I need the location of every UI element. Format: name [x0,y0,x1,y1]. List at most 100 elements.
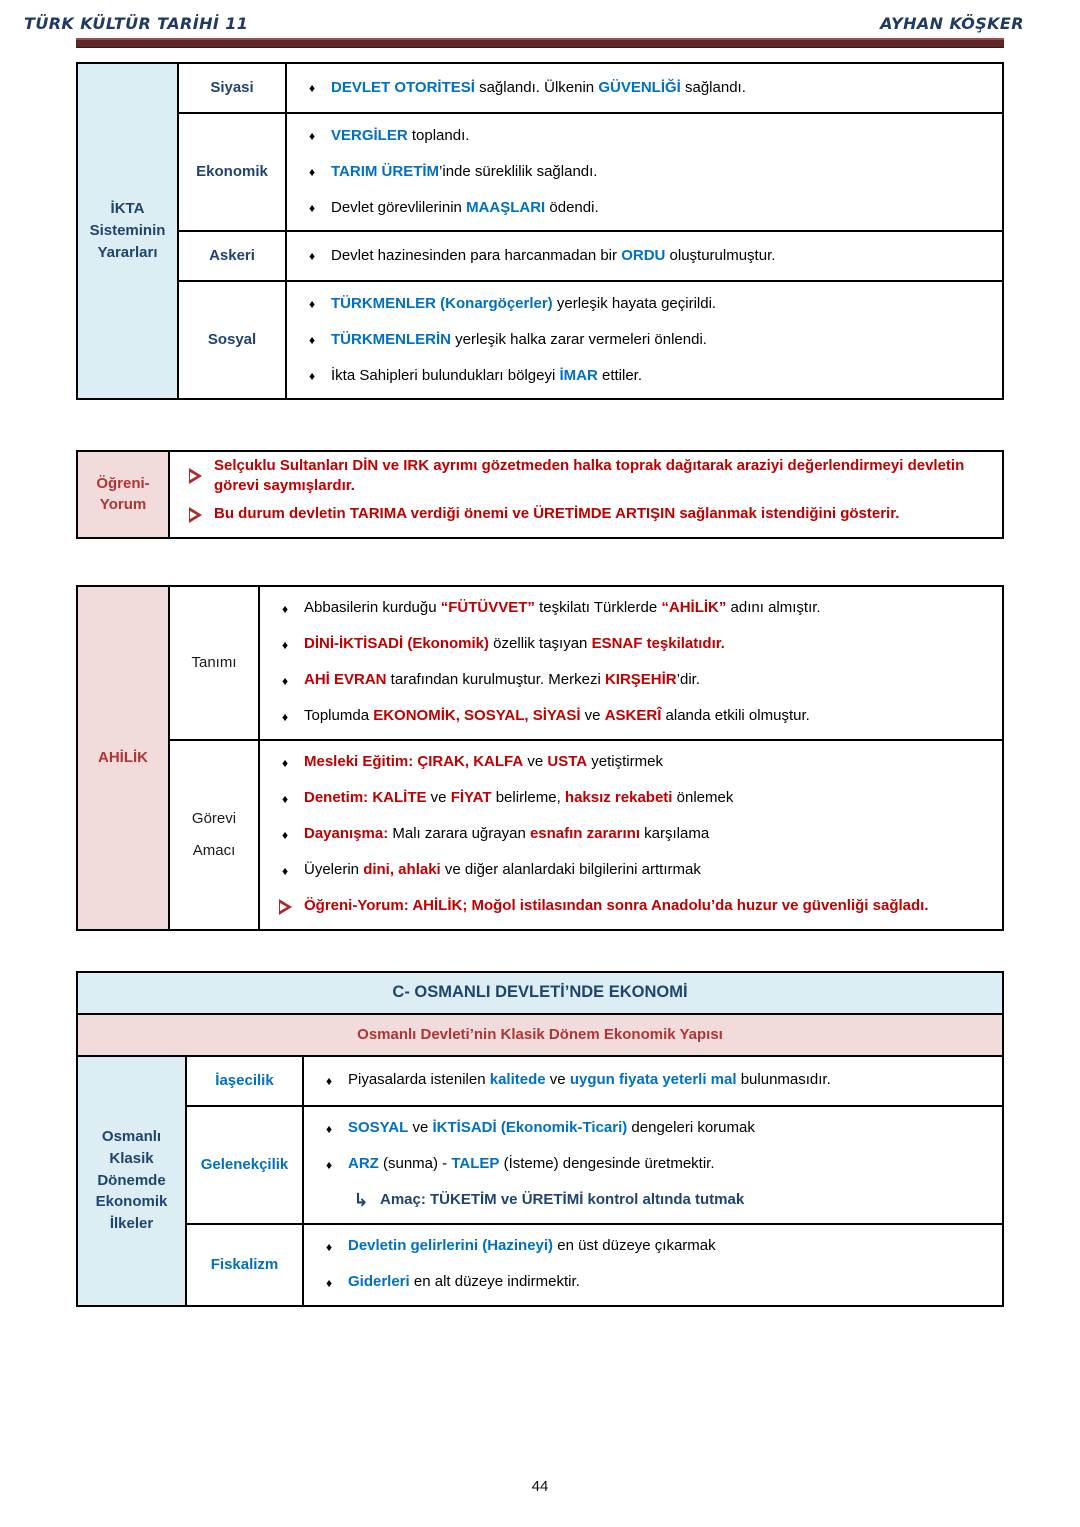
text-run: GÜVENLİĞİ [598,78,681,96]
bullet-line: ♦ ARZ (sunma) - TALEP (İsteme) dengesinde… [310,1147,992,1183]
bullet-line: ♦Piyasalarda istenilen kalitede ve uygun… [310,1063,992,1099]
ikta-yararlari-header-cell: İKTA Sisteminin Yararları [78,64,177,398]
diamond-bullet-icon: ♦ [281,755,289,770]
row-label: Görevi Amacı [170,740,258,929]
text-run: Denetim: KALİTE [304,789,427,807]
text-run: DİNİ-İKTİSADİ (Ekonomik) [304,635,490,653]
line-text: İkta Sahipleri bulundukları bölgeyi İMAR… [331,366,642,386]
line-text: Devlet görevlilerinin MAAŞLARI ödendi. [331,198,599,218]
diamond-bullet-icon: ♦ [325,1157,333,1172]
bullet-line: Selçuklu Sultanları DİN ve IRK ayrımı gö… [176,456,992,497]
text-run: ASKERÎ [604,707,662,725]
text-run: Selçuklu Sultanları DİN ve IRK ayrımı gö… [214,457,965,495]
text-run: haksız rekabeti [564,789,673,807]
row-label: Sosyal [179,282,285,398]
line-text: DİNİ-İKTİSADİ (Ekonomik) özellik taşıyan… [304,634,725,654]
text-run: ve [580,707,605,725]
text-run: önlemek [672,789,734,807]
bullet-line: ♦Devletin gelirlerini (Hazineyi) en üst … [310,1229,992,1265]
row-label: Askeri [179,232,285,280]
text-run: Öğreni-Yorum: AHİLİK; Moğol istilasından… [304,897,929,915]
line-text: Giderleri en alt düzeye indirmektir. [348,1272,580,1292]
bullet-line: ♦Abbasilerin kurduğu “FÜTÜVVET” teşkilat… [266,591,992,627]
line-text: TÜRKMENLER (Konargöçerler) yerleşik haya… [331,294,716,314]
text-run: özellik taşıyan [489,635,592,653]
osmanli-ekonomi-header-cell: Osmanlı Klasik Dönemde Ekonomik İlkeler [78,1056,185,1305]
bullet-line: ♦AHİ EVRAN tarafından kurulmuştur. Merke… [266,663,992,699]
text-run: tarafından kurulmuştur. Merkezi [386,671,605,689]
bullet-line: ♦DİNİ-İKTİSADİ (Ekonomik) özellik taşıya… [266,627,992,663]
line-text: Bu durum devletin TARIMA verdiği önemi v… [214,504,899,524]
row-label: İaşecilik [187,1056,302,1105]
bullet-line: ♦ DEVLET OTORİTESİ sağlandı. Ülkenin GÜVE… [293,70,992,106]
text-run: en alt düzeye indirmektir. [409,1273,580,1291]
text-run: FİYAT [450,789,492,807]
text-run: ESNAF teşkilatıdır. [591,635,725,653]
text-run: TALEP [451,1155,500,1173]
bullet-line: ♦ İkta Sahipleri bulundukları bölgeyi İMA… [293,358,992,394]
text-run: İKTİSADİ (Ekonomik-Ticari) [432,1119,628,1137]
row-content: Selçuklu Sultanları DİN ve IRK ayrımı gö… [170,452,1002,537]
text-run: ’inde süreklilik sağlandı. [439,162,598,180]
author-name: AYHAN KÖŞKER [880,14,1024,33]
text-run: uygun fiyata yeterli mal [569,1071,737,1089]
row-content: ♦ DEVLET OTORİTESİ sağlandı. Ülkenin GÜVE… [287,64,1002,112]
line-text: AHİ EVRAN tarafından kurulmuştur. Merkez… [304,670,700,690]
arrowhead-shape [188,468,202,485]
text-run: ve [545,1071,570,1089]
curved-arrow-icon: ↳ [353,1190,369,1210]
text-run: TÜRKMENLERİN [331,330,451,348]
diamond-bullet-icon: ♦ [308,369,316,383]
row-content: ♦Abbasilerin kurduğu “FÜTÜVVET” teşkilat… [260,586,1002,739]
line-text: TARIM ÜRETİM’inde süreklilik sağlandı. [331,162,597,182]
arrow-bullet-icon [176,468,214,485]
diamond-bullet-icon: ♦ [325,1275,333,1290]
text-run: Üyelerin [304,861,364,879]
text-run: TARIM ÜRETİM [331,162,440,180]
text-run: SOSYAL [348,1119,409,1137]
text-run: Devletin gelirlerini (Hazineyi) [348,1237,554,1255]
text-run: Mesleki Eğitim: ÇIRAK, KALFA [304,753,524,771]
text-run: yerleşik hayata geçirildi. [552,294,717,312]
text-run: AHİ EVRAN [304,671,387,689]
bullet-line: ♦Mesleki Eğitim: ÇIRAK, KALFA ve USTA ye… [266,745,992,781]
arrow-bullet-icon [266,898,304,915]
row-label: Tanımı [170,586,258,739]
text-run: en üst düzeye çıkarmak [553,1237,716,1255]
text-run: İMAR [559,366,598,384]
bullet-line: ♦TÜRKMENLERİN yerleşik halka zarar verme… [293,322,992,358]
row-label: Ekonomik [179,114,285,230]
line-text: Abbasilerin kurduğu “FÜTÜVVET” teşkilatı… [304,598,821,618]
text-run: EKONOMİK, SOSYAL, SİYASİ [373,707,581,725]
diamond-bullet-icon: ♦ [281,791,289,806]
bullet-line: ♦SOSYAL ve İKTİSADİ (Ekonomik-Ticari) de… [310,1111,992,1147]
text-run: Malı zarara uğrayan [388,825,530,843]
line-text: DEVLET OTORİTESİ sağlandı. Ülkenin GÜVEN… [331,78,746,98]
text-run: Giderleri [348,1273,410,1291]
text-run: teşkilatı Türklerde [534,599,662,617]
bullet-line: ♦Toplumda EKONOMİK, SOSYAL, SİYASİ ve AS… [266,699,992,735]
text-run: MAAŞLARI [466,198,546,216]
row-label: Siyasi [179,64,285,112]
line-text: Piyasalarda istenilen kalitede ve uygun … [348,1070,831,1090]
row-content: ♦ Devletin gelirlerini (Hazineyi) en üst … [304,1224,1002,1305]
diamond-bullet-icon: ♦ [308,333,316,347]
page-number: 44 [531,1478,549,1495]
diamond-bullet-icon: ♦ [308,81,316,95]
text-run: Piyasalarda istenilen [348,1071,490,1089]
text-run: Abbasilerin kurduğu [304,599,441,617]
diamond-bullet-icon: ♦ [308,129,316,143]
bullet-line: ↳ Amaç: TÜKETİM ve ÜRETİMİ kontrol altınd… [342,1183,992,1219]
line-text: Dayanışma: Malı zarara uğrayan esnafın z… [304,824,709,844]
line-text: SOSYAL ve İKTİSADİ (Ekonomik-Ticari) den… [348,1118,755,1138]
arrowhead-shape [278,898,292,915]
text-run: VERGİLER [331,126,408,144]
line-text: ARZ (sunma) - TALEP (İsteme) dengesinde … [348,1154,715,1174]
line-text: Devletin gelirlerini (Hazineyi) en üst d… [348,1236,716,1256]
document-title: TÜRK KÜLTÜR TARİHİ 11 [24,14,249,33]
text-run: “FÜTÜVVET” [440,599,535,617]
bullet-line: ♦Üyelerin dini, ahlaki ve diğer alanlard… [266,853,992,889]
line-text: Amaç: TÜKETİM ve ÜRETİMİ kontrol altında… [380,1190,744,1210]
